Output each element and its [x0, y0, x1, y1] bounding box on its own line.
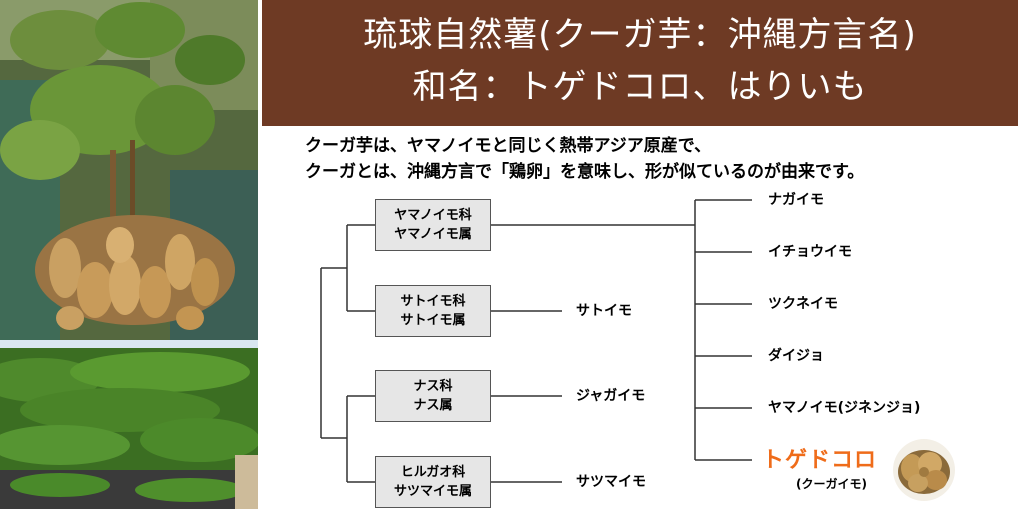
yam-species-jinenjo: ヤマノイモ(ジネンジョ)	[768, 400, 921, 416]
genus-name: サトイモ属	[400, 313, 466, 328]
family-name: ナス科	[413, 379, 453, 394]
description-line-1: クーガ芋は、ヤマノイモと同じく熱帯アジア原産で、	[305, 136, 712, 156]
family-name: サトイモ科	[400, 294, 466, 309]
yam-species-daijo: ダイジョ	[768, 348, 824, 364]
highlight-species-name: トゲドコロ	[762, 448, 878, 473]
species-taro: サトイモ	[576, 303, 632, 319]
tuber-thumbnail	[893, 439, 955, 501]
species-potato: ジャガイモ	[576, 388, 646, 404]
species-sweet-potato: サツマイモ	[576, 474, 646, 490]
yam-species-nagaimo: ナガイモ	[768, 192, 824, 208]
page-title: 琉球自然薯(クーガ芋：沖縄方言名)	[363, 15, 917, 55]
crop-photo	[0, 0, 258, 509]
header-banner: 琉球自然薯(クーガ芋：沖縄方言名) 和名：トゲドコロ、はりいも	[262, 0, 1018, 126]
family-box-yam: ヤマノイモ科 ヤマノイモ属	[375, 199, 491, 251]
genus-name: ヤマノイモ属	[394, 227, 472, 242]
page-subtitle: 和名：トゲドコロ、はりいも	[412, 67, 868, 107]
family-name: ヤマノイモ科	[394, 208, 472, 223]
family-box-nightshade: ナス科 ナス属	[375, 370, 491, 422]
highlight-species-note: (クーガイモ)	[796, 477, 867, 491]
family-box-taro: サトイモ科 サトイモ属	[375, 285, 491, 337]
genus-name: サツマイモ属	[393, 484, 472, 499]
family-box-morning-glory: ヒルガオ科 サツマイモ属	[375, 456, 491, 508]
family-name: ヒルガオ科	[400, 465, 466, 480]
yam-species-tsukuneimo: ツクネイモ	[768, 296, 838, 312]
yam-species-ichouimo: イチョウイモ	[768, 244, 852, 260]
tuber-field-photo	[0, 0, 258, 509]
description-line-2: クーガとは、沖縄方言で「鶏卵」を意味し、形が似ているのが由来です。	[305, 162, 865, 182]
genus-name: ナス属	[413, 398, 453, 413]
